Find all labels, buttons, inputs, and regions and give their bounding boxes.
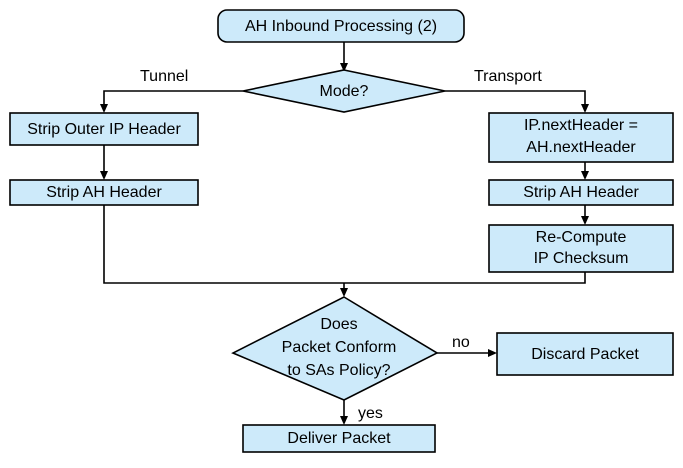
edge-nextheader-to-strip-ah bbox=[581, 162, 589, 180]
start-label: AH Inbound Processing (2) bbox=[245, 18, 437, 35]
node-strip-ah-header-transport[interactable]: Strip AH Header bbox=[488, 179, 674, 206]
recompute-ip-checksum-label-line1: Re-Compute bbox=[536, 229, 627, 246]
edge-mode-transport bbox=[445, 90, 589, 113]
edge-label-transport: Transport bbox=[474, 68, 542, 85]
deliver-packet-shape bbox=[242, 424, 436, 453]
policy-decision-label-line3: to SAs Policy? bbox=[287, 362, 390, 379]
deliver-packet-label: Deliver Packet bbox=[287, 430, 391, 447]
strip-ah-header-transport-shape bbox=[488, 179, 674, 206]
mode-decision-label: Mode? bbox=[320, 83, 369, 100]
policy-decision-shape bbox=[231, 296, 439, 401]
node-strip-outer-ip-header[interactable]: Strip Outer IP Header bbox=[9, 112, 199, 146]
recompute-ip-checksum-label-line2: IP Checksum bbox=[534, 250, 629, 267]
policy-decision-label-line1: Does bbox=[320, 316, 357, 333]
policy-decision-label-line2: Packet Conform bbox=[282, 339, 397, 356]
node-start[interactable]: AH Inbound Processing (2) bbox=[217, 9, 465, 43]
strip-outer-ip-header-shape bbox=[9, 112, 199, 146]
node-mode-decision[interactable]: Mode? bbox=[242, 69, 446, 113]
edge-strip-outer-to-strip-ah bbox=[100, 145, 108, 180]
node-ip-next-header[interactable]: IP.nextHeader = AH.nextHeader bbox=[488, 112, 674, 163]
edge-start-to-mode bbox=[340, 42, 348, 72]
edge-strip-ah-to-recompute bbox=[581, 205, 589, 225]
edge-label-yes: yes bbox=[358, 405, 383, 422]
node-discard-packet[interactable]: Discard Packet bbox=[496, 332, 674, 376]
edge-tunnel-merge bbox=[103, 205, 344, 284]
edge-label-no: no bbox=[452, 334, 470, 351]
mode-decision-shape bbox=[242, 69, 446, 113]
discard-packet-shape bbox=[496, 332, 674, 376]
edge-merge-to-policy bbox=[340, 283, 348, 297]
edge-policy-no-discard bbox=[437, 349, 497, 357]
edge-transport-merge bbox=[344, 272, 586, 284]
node-policy-decision[interactable]: Does Packet Conform to SAs Policy? bbox=[231, 296, 439, 401]
strip-ah-header-tunnel-label: Strip AH Header bbox=[46, 184, 162, 201]
start-shape bbox=[217, 9, 465, 43]
recompute-ip-checksum-shape bbox=[488, 224, 674, 273]
strip-ah-header-transport-label: Strip AH Header bbox=[523, 184, 639, 201]
node-recompute-ip-checksum[interactable]: Re-Compute IP Checksum bbox=[488, 224, 674, 273]
strip-ah-header-tunnel-shape bbox=[9, 179, 199, 206]
ip-next-header-label-line2: AH.nextHeader bbox=[526, 139, 636, 156]
strip-outer-ip-header-label: Strip Outer IP Header bbox=[27, 121, 181, 138]
edge-policy-yes-deliver bbox=[340, 400, 348, 425]
ip-next-header-label-line1: IP.nextHeader = bbox=[524, 117, 638, 134]
edge-label-tunnel: Tunnel bbox=[140, 68, 188, 85]
edge-mode-tunnel bbox=[100, 90, 243, 113]
node-deliver-packet[interactable]: Deliver Packet bbox=[242, 424, 436, 453]
discard-packet-label: Discard Packet bbox=[531, 346, 639, 363]
ip-next-header-shape bbox=[488, 112, 674, 163]
node-strip-ah-header-tunnel[interactable]: Strip AH Header bbox=[9, 179, 199, 206]
